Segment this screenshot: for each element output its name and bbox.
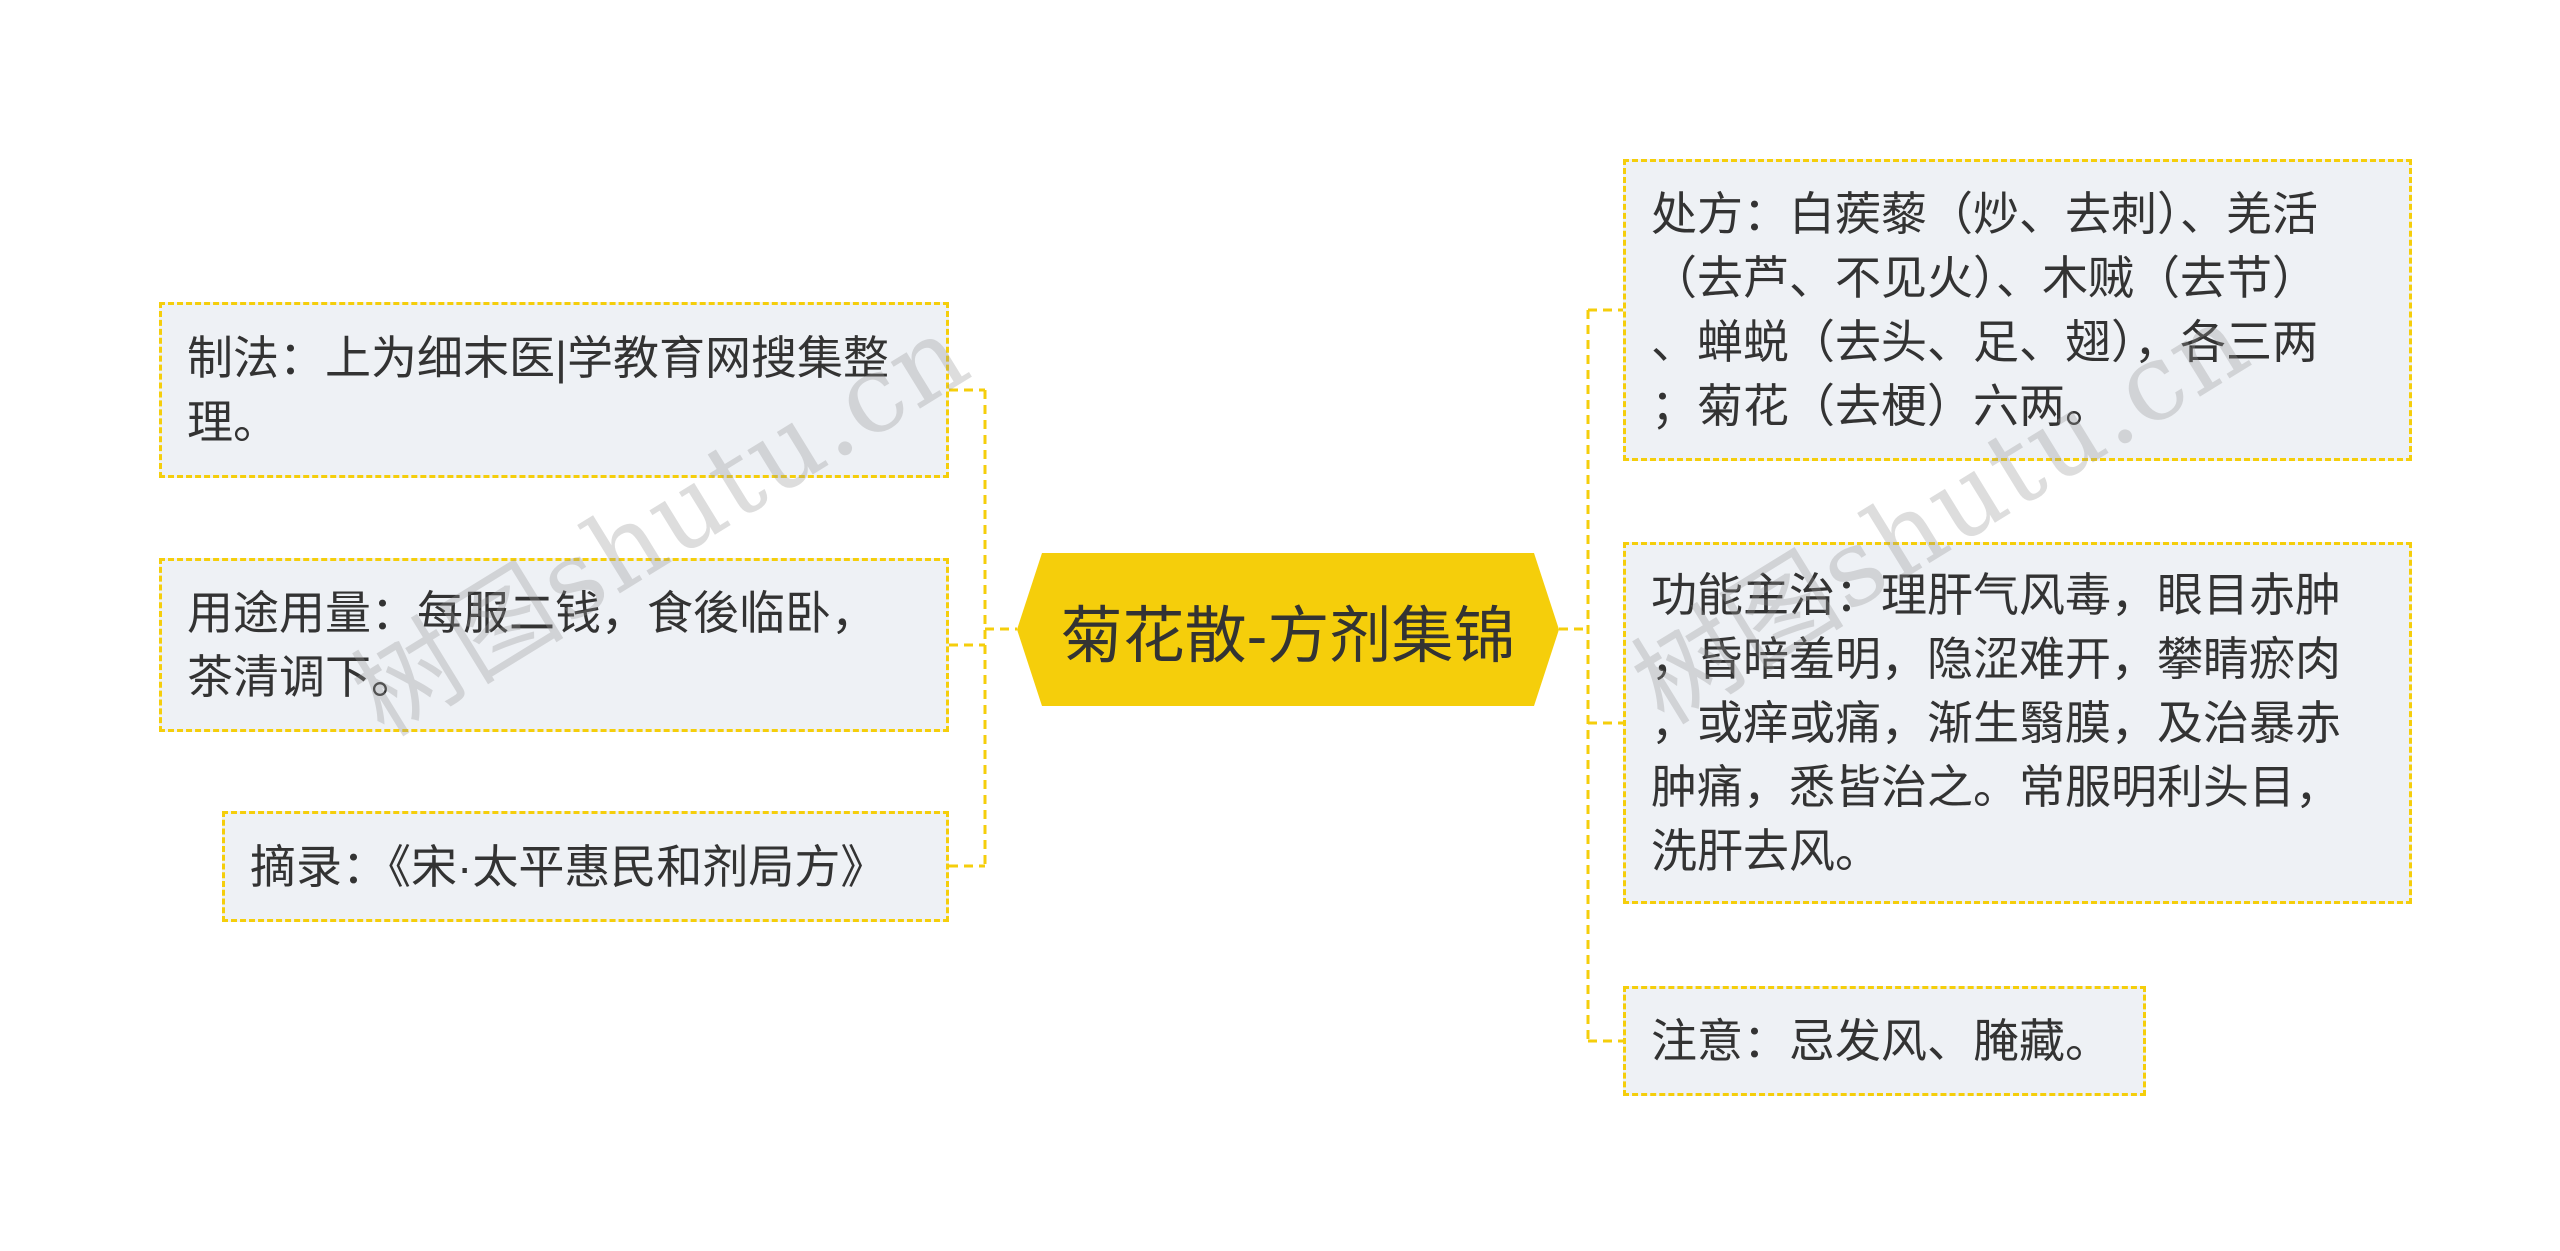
node-text-line: 肿痛，悉皆治之。常服明利头目， xyxy=(1651,761,2341,813)
node-prescription: 处方：白蒺藜（炒、去刺）、羌活 （去芦、不见火）、木贼（去节） 、蝉蜕（去头、足… xyxy=(1623,159,2412,461)
node-text-line: 功能主治：理肝气风毒，眼目赤肿 xyxy=(1651,569,2341,621)
node-text-line: 摘录：《宋·太平惠民和剂局方》 xyxy=(250,840,887,893)
node-preparation: 制法：上为细末医|学教育网搜集整 理。 xyxy=(159,302,949,478)
node-text-line: 理。 xyxy=(187,396,279,448)
node-text-line: 注意：忌发风、腌藏。 xyxy=(1651,1015,2111,1067)
node-text-line: 处方：白蒺藜（炒、去刺）、羌活 xyxy=(1651,188,2318,240)
node-usage-dosage: 用途用量：每服二钱，食後临卧， 茶清调下。 xyxy=(159,558,949,732)
node-text-line: 用途用量：每服二钱，食後临卧， xyxy=(187,587,877,639)
node-text-line: 洗肝去风。 xyxy=(1651,825,1881,877)
node-text-line: （去芦、不见火）、木贼（去节） xyxy=(1651,252,2318,304)
node-indications: 功能主治：理肝气风毒，眼目赤肿 ，昏暗羞明，隐涩难开，攀睛瘀肉 ，或痒或痛，渐生… xyxy=(1623,542,2412,904)
node-text-line: ，或痒或痛，渐生翳膜，及治暴赤 xyxy=(1651,697,2341,749)
node-text-line: ，昏暗羞明，隐涩难开，攀睛瘀肉 xyxy=(1651,633,2341,685)
root-node-label: 菊花散-方剂集锦 xyxy=(1060,601,1516,671)
node-text-line: 茶清调下。 xyxy=(187,651,417,703)
node-text-line: 制法：上为细末医|学教育网搜集整 xyxy=(187,332,889,384)
root-node: 菊花散-方剂集锦 xyxy=(1017,553,1559,706)
node-source: 摘录：《宋·太平惠民和剂局方》 xyxy=(222,811,949,922)
node-cautions: 注意：忌发风、腌藏。 xyxy=(1623,986,2146,1096)
node-text-line: ；菊花（去梗）六两。 xyxy=(1651,380,2111,432)
node-text-line: 、蝉蜕（去头、足、翅），各三两 xyxy=(1651,316,2318,368)
